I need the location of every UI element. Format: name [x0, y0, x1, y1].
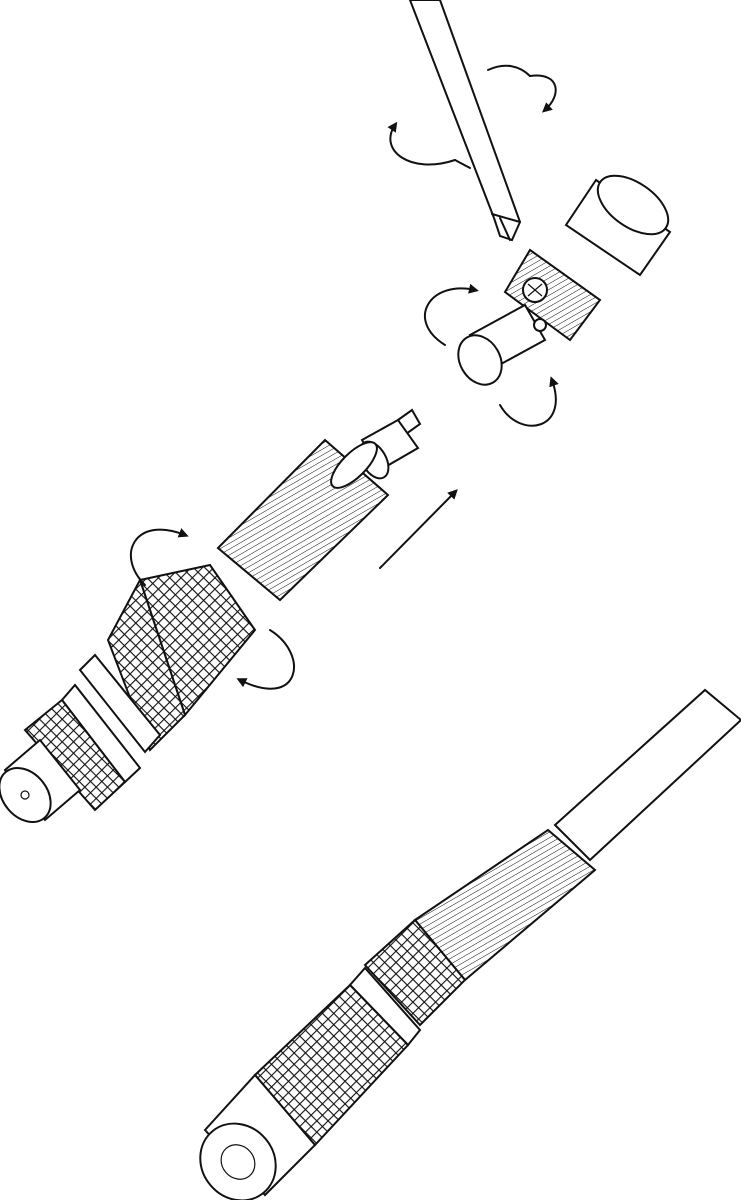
screwdriver-icon — [408, 0, 522, 242]
direction-arrow-icon — [379, 489, 458, 569]
connector-body-icon — [0, 408, 422, 823]
rotate-arrow-head-left-icon — [424, 283, 479, 346]
rotate-arrow-screwdriver-icon — [387, 64, 557, 169]
connector-head-icon — [457, 174, 672, 386]
assembled-connector-icon — [199, 688, 741, 1200]
rotate-arrow-body-top-icon — [129, 528, 189, 586]
rotate-arrow-head-bottom-icon — [499, 376, 559, 427]
rotate-arrow-body-bottom-icon — [236, 629, 295, 690]
